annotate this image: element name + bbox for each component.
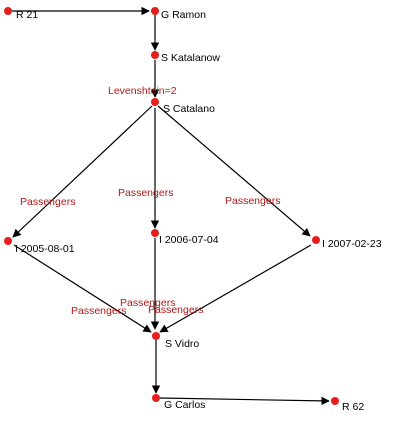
edge-label-levenshtein: Levenshtein=2	[108, 85, 177, 97]
node-i-2006-label: I 2006-07-04	[159, 234, 219, 246]
edge-label-i2005-vidro: Passengers	[71, 305, 126, 317]
node-g-ramon[interactable]: G Ramon	[151, 7, 206, 21]
edge-label-catalano-i2007: Passengers	[225, 195, 280, 207]
node-i-2007-label: I 2007-02-23	[322, 238, 382, 250]
node-s-vidro[interactable]: S Vidro	[152, 332, 199, 350]
edge-label-catalano-i2005: Passengers	[20, 196, 75, 208]
node-s-katalanow-label: S Katalanow	[161, 52, 220, 64]
node-r62-label: R 62	[342, 401, 364, 413]
node-g-carlos[interactable]: G Carlos	[152, 394, 205, 411]
node-g-ramon-dot[interactable]	[151, 7, 159, 15]
node-i-2005-dot[interactable]	[4, 237, 12, 245]
node-g-ramon-label: G Ramon	[161, 9, 206, 21]
node-r21-dot[interactable]	[4, 7, 12, 15]
node-i-2007-dot[interactable]	[312, 236, 320, 244]
node-r62[interactable]: R 62	[331, 397, 364, 413]
node-g-carlos-dot[interactable]	[152, 394, 160, 402]
node-s-katalanow[interactable]: S Katalanow	[151, 51, 220, 64]
node-i-2006-dot[interactable]	[151, 229, 159, 237]
node-s-vidro-label: S Vidro	[165, 338, 199, 350]
node-r21[interactable]: R 21	[4, 7, 38, 21]
node-s-catalano[interactable]: S Catalano	[151, 98, 215, 115]
edge-g-carlos-r62[interactable]	[159, 396, 330, 406]
node-i-2005[interactable]: I 2005-08-01	[4, 237, 75, 255]
node-i-2005-label: I 2005-08-01	[15, 243, 75, 255]
node-s-catalano-label: S Catalano	[163, 103, 215, 115]
node-i-2006[interactable]: I 2006-07-04	[151, 229, 219, 246]
node-s-katalanow-dot[interactable]	[151, 51, 159, 59]
node-s-catalano-dot[interactable]	[151, 98, 159, 106]
node-g-carlos-label: G Carlos	[164, 399, 205, 411]
edge-label-i2006-vidro: Passengers	[120, 297, 175, 309]
edge-label-catalano-i2006: Passengers	[118, 187, 173, 199]
nodes: R 21 G Ramon S Katalanow S Catalano I 20…	[4, 7, 382, 413]
edge-i-2007-s-vidro[interactable]	[159, 244, 312, 333]
edge-label-i2007-vidro: Passengers	[148, 304, 203, 316]
node-r62-dot[interactable]	[331, 397, 339, 405]
edge-i-2005-s-vidro[interactable]	[13, 244, 152, 333]
edge-labels: Levenshtein=2 Passengers Passengers Pass…	[20, 85, 280, 317]
node-r21-label: R 21	[16, 9, 38, 21]
edge-s-catalano-i-2005[interactable]	[12, 105, 153, 238]
node-i-2007[interactable]: I 2007-02-23	[312, 236, 382, 250]
node-s-vidro-dot[interactable]	[152, 332, 160, 340]
edges	[12, 6, 330, 406]
edge-s-catalano-i-2007[interactable]	[157, 105, 311, 237]
